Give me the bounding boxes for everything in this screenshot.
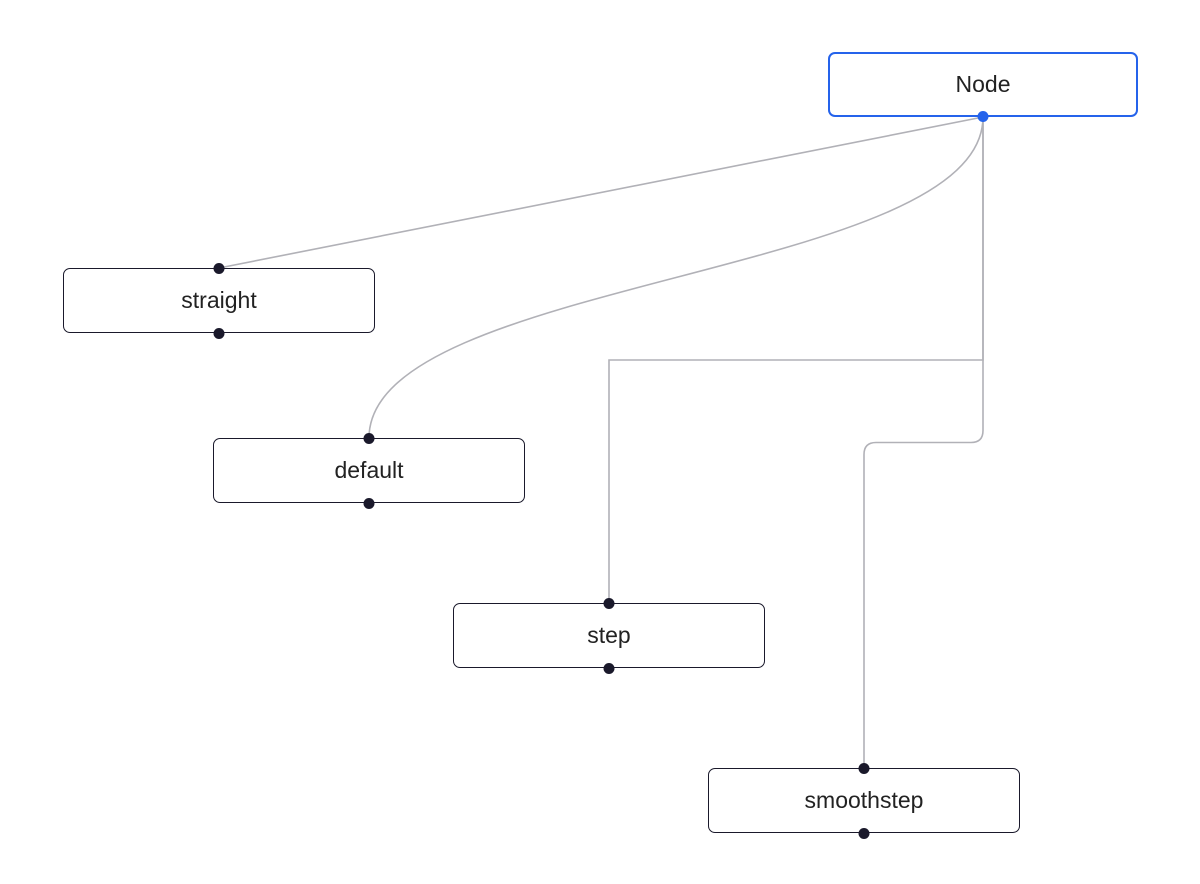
edge-straight[interactable] (218, 116, 984, 269)
node-label: smoothstep (804, 787, 924, 813)
source-handle[interactable] (603, 662, 615, 674)
flow-node-straight[interactable]: straight (63, 262, 375, 339)
flow-node-default[interactable]: default (213, 432, 525, 509)
flow-node-step[interactable]: step (453, 597, 765, 674)
target-handle[interactable] (213, 262, 225, 274)
node-label: step (587, 622, 631, 648)
edge-step[interactable] (608, 117, 984, 603)
source-handle[interactable] (858, 827, 870, 839)
flow-node-node[interactable]: Node (828, 52, 1138, 122)
target-handle[interactable] (858, 762, 870, 774)
edge-default[interactable] (368, 116, 984, 439)
edge-smoothstep[interactable] (863, 117, 984, 768)
node-label: default (334, 457, 404, 483)
node-label: Node (955, 71, 1011, 97)
source-handle[interactable] (213, 327, 225, 339)
target-handle[interactable] (603, 597, 615, 609)
source-handle[interactable] (977, 110, 989, 122)
source-handle[interactable] (363, 497, 375, 509)
node-label: straight (181, 287, 257, 313)
target-handle[interactable] (363, 432, 375, 444)
flow-node-smoothstep[interactable]: smoothstep (708, 762, 1020, 839)
